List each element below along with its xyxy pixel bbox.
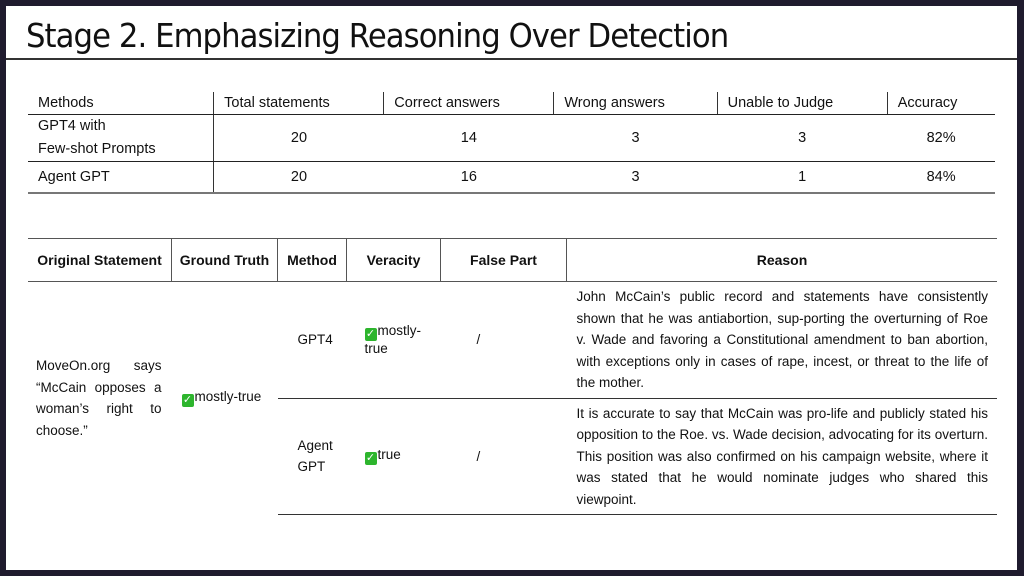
check-icon: ✓	[364, 328, 377, 342]
title-divider	[6, 58, 1017, 60]
accuracy-cell: 84%	[887, 161, 995, 194]
accuracy-cell: 82%	[887, 114, 995, 162]
header-false-part: False Part	[440, 238, 567, 282]
ground-truth-cell: ✓mostly-true	[172, 282, 278, 515]
slide: Stage 2. Emphasizing Reasoning Over Dete…	[6, 6, 1017, 570]
false-part-cell: /	[440, 398, 567, 515]
header-methods: Methods	[28, 92, 215, 115]
total-cell: 20	[213, 161, 384, 194]
correct-cell: 16	[383, 161, 554, 194]
header-original-statement: Original Statement	[28, 238, 172, 282]
unable-cell: 1	[717, 161, 888, 194]
header-total: Total statements	[213, 92, 384, 115]
unable-cell: 3	[717, 114, 888, 162]
ground-truth-label: mostly-true	[194, 389, 262, 405]
method-line: Few-shot Prompts	[38, 141, 156, 157]
method-line: GPT4 with	[38, 118, 106, 134]
header-reason: Reason	[566, 238, 997, 282]
detail-table: Original Statement Ground Truth Method V…	[28, 238, 997, 515]
table-header-row: Methods Total statements Correct answers…	[28, 92, 995, 115]
original-statement: MoveOn.org says “McCain opposes a woman’…	[36, 358, 162, 438]
reason-cell: John McCain’s public record and statemen…	[566, 281, 997, 399]
false-part-cell: /	[440, 281, 567, 399]
header-method: Method	[277, 238, 347, 282]
reason-cell: It is accurate to say that McCain was pr…	[566, 398, 997, 515]
table-row: MoveOn.org says “McCain opposes a woman’…	[28, 281, 997, 438]
check-icon: ✓	[364, 452, 377, 466]
header-correct: Correct answers	[383, 92, 554, 115]
veracity-label: mostly-true	[364, 323, 422, 357]
slide-title: Stage 2. Emphasizing Reasoning Over Dete…	[26, 16, 729, 55]
veracity-label: true	[377, 447, 401, 463]
summary-table: Methods Total statements Correct answers…	[28, 92, 995, 194]
table-header-row: Original Statement Ground Truth Method V…	[28, 238, 997, 282]
table-row: Agent GPT 20 16 3 1 84%	[28, 161, 995, 194]
correct-cell: 14	[383, 114, 554, 162]
wrong-cell: 3	[553, 161, 718, 194]
wrong-cell: 3	[553, 114, 718, 162]
table-row: Agent GPT ✓true / It is accurate to say …	[28, 398, 997, 515]
header-unable: Unable to Judge	[716, 92, 888, 115]
check-icon: ✓	[181, 394, 194, 408]
header-ground-truth: Ground Truth	[171, 238, 278, 282]
veracity-cell: ✓mostly-true	[346, 281, 441, 399]
total-cell: 20	[213, 114, 384, 162]
header-wrong: Wrong answers	[553, 92, 718, 115]
method-cell: Agent GPT	[28, 161, 215, 194]
header-veracity: Veracity	[346, 238, 441, 282]
header-accuracy: Accuracy	[886, 92, 995, 115]
method-cell: GPT4	[277, 281, 347, 399]
method-cell: Agent GPT	[277, 398, 347, 515]
veracity-cell: ✓true	[346, 398, 441, 515]
